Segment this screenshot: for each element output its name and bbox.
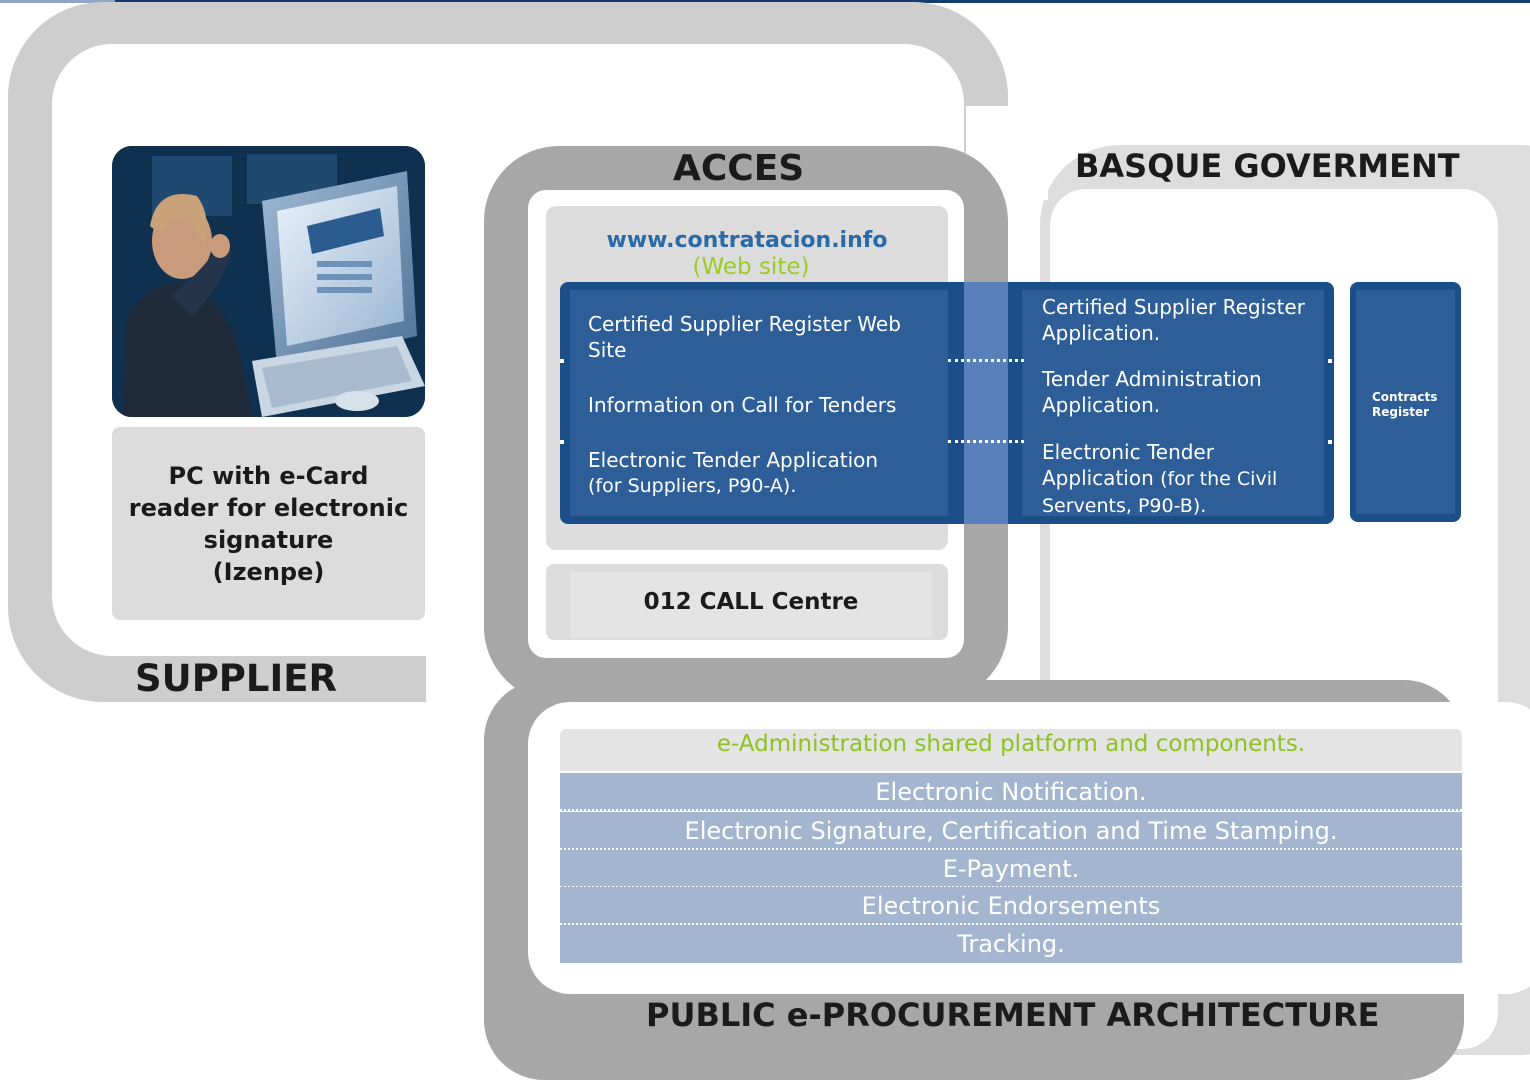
- portal-item-main: Electronic Tender Application: [588, 448, 879, 472]
- portal-item-note: (for Suppliers, P90-A).: [588, 475, 797, 497]
- pc-line: PC with e-Card: [168, 461, 369, 490]
- platform-title: e-Administration shared platform and com…: [716, 731, 1306, 757]
- portal-item-call-for-tenders: Information on Call for Tenders: [588, 392, 933, 418]
- platform-component: Electronic Signature, Certification and …: [560, 812, 1462, 850]
- pc-line: (Izenpe): [212, 557, 325, 586]
- portal-item-main: Information on Call for Tenders: [588, 393, 897, 417]
- call-centre-inner: [570, 572, 932, 638]
- supplier-photo: [112, 146, 425, 417]
- platform-component: Electronic Notification.: [560, 773, 1462, 811]
- website-url[interactable]: www.contratacion.info: [606, 228, 888, 253]
- basque-frame-gap: [1030, 140, 1048, 200]
- gov-app-main: Tender Administration Application.: [1042, 367, 1262, 417]
- gov-app-main: Electronic Tender Application: [1042, 440, 1214, 490]
- connector-tick: [560, 359, 564, 363]
- government-apps-panel: [1022, 290, 1324, 516]
- connector-tick: [1328, 440, 1332, 444]
- gov-app-note: (for the Civil Servents, P90-B).: [1042, 468, 1278, 517]
- basque-government-title: BASQUE GOVERMENT: [1075, 147, 1460, 185]
- contracts-register-label: Contracts Register: [1372, 390, 1438, 419]
- gov-app-supplier-register: Certified Supplier Register Application.: [1042, 294, 1322, 346]
- portal-item-electronic-tender: Electronic Tender Application (for Suppl…: [588, 447, 933, 499]
- connector-tick: [560, 440, 564, 444]
- portal-item-main: Certified Supplier Register Web Site: [588, 312, 901, 362]
- architecture-title: PUBLIC e-PROCUREMENT ARCHITECTURE: [646, 996, 1380, 1034]
- gov-app-tender-administration: Tender Administration Application.: [1042, 366, 1322, 418]
- supplier-pc-box: PC with e-Card reader for electronic sig…: [112, 427, 425, 620]
- platform-component: Electronic Endorsements: [560, 887, 1462, 925]
- gov-app-main: Certified Supplier Register Application.: [1042, 295, 1305, 345]
- connector-dots: [948, 359, 1024, 362]
- platform-component: E-Payment.: [560, 850, 1462, 888]
- top-bar: [0, 0, 1530, 3]
- supplier-pc-description: PC with e-Card reader for electronic sig…: [124, 460, 414, 588]
- website-label: (Web site): [692, 254, 810, 280]
- platform-component: Tracking.: [560, 925, 1462, 963]
- user-at-computer-illustration: [112, 146, 425, 417]
- connector-dots: [948, 440, 1024, 443]
- portal-item-supplier-register: Certified Supplier Register Web Site: [588, 311, 933, 363]
- connector-tick: [1328, 359, 1332, 363]
- contracts-register-inner: [1356, 290, 1455, 514]
- supplier-title: SUPPLIER: [135, 657, 338, 700]
- supplier-portal-panel: [570, 290, 948, 516]
- gov-app-electronic-tender: Electronic Tender Application (for the C…: [1042, 439, 1322, 519]
- top-bar-cap: [0, 0, 115, 3]
- call-centre-label: 012 CALL Centre: [643, 589, 859, 615]
- connector-column: [964, 282, 1008, 524]
- pc-line: signature: [203, 525, 334, 554]
- platform-header: [560, 729, 1462, 771]
- acces-title: ACCES: [673, 148, 805, 189]
- pc-line: reader for electronic: [128, 493, 409, 522]
